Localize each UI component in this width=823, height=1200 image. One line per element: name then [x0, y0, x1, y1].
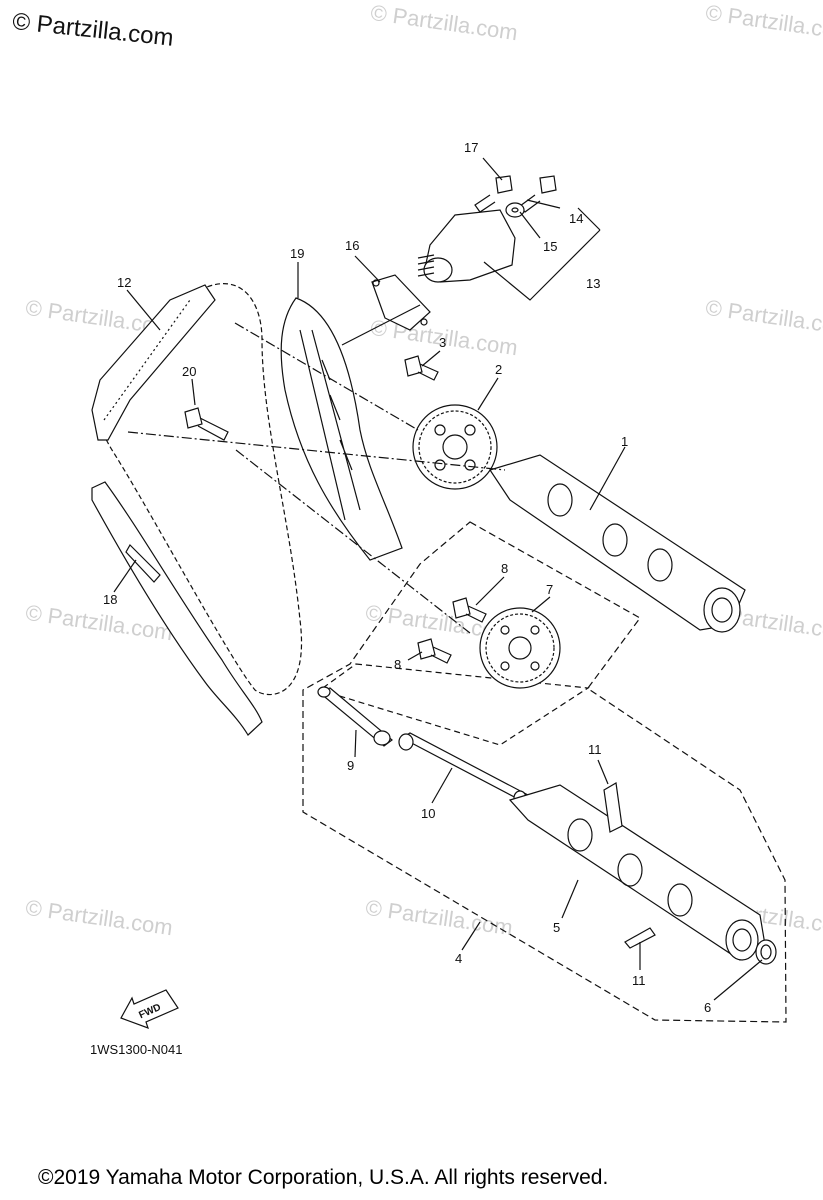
tensioner-gasket [371, 274, 431, 331]
dowel-pin [624, 927, 656, 949]
tensioner-arm-pad [125, 544, 161, 583]
dowel-pin [603, 782, 623, 833]
callout-8[interactable]: 8 [394, 657, 401, 672]
sprocket-bolt [404, 355, 439, 381]
gear-bolt [417, 638, 452, 664]
callout-8[interactable]: 8 [501, 561, 508, 576]
tensioner-arm [91, 481, 263, 736]
leader-line [589, 446, 626, 511]
tensioner-plunger [423, 257, 453, 283]
callout-6[interactable]: 6 [704, 1000, 711, 1015]
callout-2[interactable]: 2 [495, 362, 502, 377]
guide-bolt [184, 407, 229, 441]
leader-line [519, 211, 541, 239]
leader-line [713, 959, 763, 1001]
washer [505, 202, 525, 218]
leader-line [407, 651, 423, 661]
leader-line [482, 157, 503, 181]
gear-bolt [452, 597, 487, 623]
leader-line [477, 377, 499, 411]
callout-4[interactable]: 4 [455, 951, 462, 966]
assembly-boundary [302, 521, 787, 1023]
copyright-notice: ©2019 Yamaha Motor Corporation, U.S.A. A… [38, 1166, 609, 1189]
camshaft-sprocket [412, 404, 498, 490]
plug-ring [755, 939, 777, 965]
callout-9[interactable]: 9 [347, 758, 354, 773]
chain-guide-ribs [299, 329, 361, 521]
callout-3[interactable]: 3 [439, 335, 446, 350]
callout-12[interactable]: 12 [117, 275, 131, 290]
timing-chain-path [98, 283, 303, 696]
callout-10[interactable]: 10 [421, 806, 435, 821]
leader-line [113, 559, 137, 593]
tensioner-bolt [519, 175, 557, 213]
camshaft-gear [479, 607, 561, 689]
chain-guide [280, 297, 403, 561]
callout-18[interactable]: 18 [103, 592, 117, 607]
callout-14[interactable]: 14 [569, 211, 583, 226]
leader-line [191, 378, 196, 406]
callout-11[interactable]: 11 [588, 742, 602, 757]
tensioner-bolt [474, 175, 513, 213]
callout-7[interactable]: 7 [546, 582, 553, 597]
leader-line [597, 759, 609, 785]
callout-16[interactable]: 16 [345, 238, 359, 253]
callout-17[interactable]: 17 [464, 140, 478, 155]
alignment-line [234, 322, 419, 431]
timing-chain [91, 284, 216, 441]
alignment-line [127, 431, 506, 471]
callout-20[interactable]: 20 [182, 364, 196, 379]
leader-line [561, 879, 579, 919]
leader-line [354, 255, 381, 283]
leader-line [526, 199, 561, 209]
tensioner-spring [417, 254, 435, 277]
leader-line [483, 207, 601, 301]
leader-line [421, 350, 441, 367]
callouts: 17 14 15 13 16 19 12 20 3 2 1 8 7 8 18 9… [103, 140, 711, 1021]
fwd-arrow-icon [120, 989, 179, 1029]
leader-line [431, 767, 453, 804]
callout-1[interactable]: 1 [621, 434, 628, 449]
leader-line [475, 576, 505, 606]
leader-line [354, 729, 357, 758]
diagram-code: 1WS1300-N041 [90, 1042, 183, 1057]
callout-13[interactable]: 13 [586, 276, 600, 291]
callout-5[interactable]: 5 [553, 920, 560, 935]
callout-15[interactable]: 15 [543, 239, 557, 254]
leader-line [126, 289, 161, 331]
callout-19[interactable]: 19 [290, 246, 304, 261]
shaft [400, 732, 530, 802]
leader-line [461, 921, 481, 951]
alignment-line [235, 449, 471, 634]
callout-11[interactable]: 11 [632, 973, 646, 988]
leader-line [531, 596, 551, 613]
leader-line [341, 304, 421, 346]
